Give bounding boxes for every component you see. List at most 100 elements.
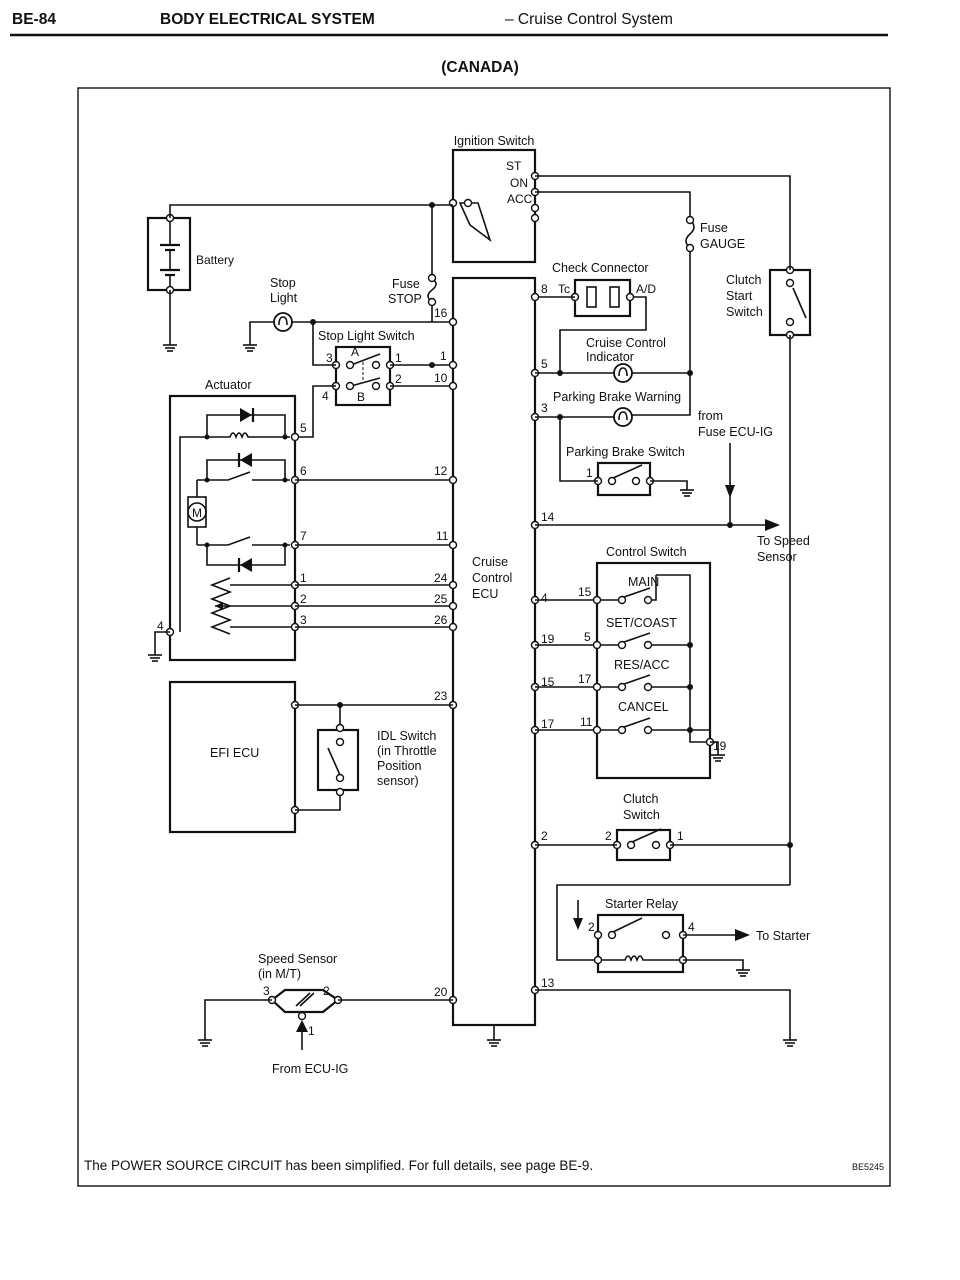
- svg-text:19: 19: [713, 739, 727, 753]
- svg-text:11: 11: [580, 715, 593, 729]
- svg-text:Tc: Tc: [558, 282, 570, 296]
- svg-text:15: 15: [541, 675, 555, 689]
- figure-code: BE5245: [852, 1162, 884, 1172]
- svg-text:Battery: Battery: [196, 253, 234, 267]
- svg-text:16: 16: [434, 306, 448, 320]
- svg-text:MAIN: MAIN: [628, 575, 659, 589]
- svg-text:2: 2: [588, 920, 595, 934]
- svg-text:Position: Position: [377, 759, 422, 773]
- parking-brake-warning-lamp-icon: [613, 407, 633, 427]
- svg-text:5: 5: [584, 630, 591, 644]
- svg-text:3: 3: [263, 984, 270, 998]
- battery: Battery: [146, 213, 234, 295]
- svg-text:3: 3: [541, 401, 548, 415]
- svg-text:20: 20: [434, 985, 448, 999]
- svg-text:7: 7: [300, 529, 307, 543]
- svg-text:5: 5: [541, 357, 548, 371]
- starter-relay: Starter Relay 2 4 To Starter: [556, 884, 810, 974]
- svg-text:4: 4: [157, 619, 164, 633]
- svg-text:Control Switch: Control Switch: [606, 545, 687, 559]
- cruise-control-ecu: Cruise Control ECU: [451, 276, 537, 1027]
- svg-text:13: 13: [541, 976, 555, 990]
- page-number: BE-84: [12, 11, 56, 28]
- svg-text:1: 1: [300, 571, 307, 585]
- subsection-title: – Cruise Control System: [505, 11, 673, 28]
- svg-text:14: 14: [541, 510, 555, 524]
- svg-text:Clutch: Clutch: [623, 792, 658, 806]
- parking-brake-switch: Parking Brake Switch 1: [566, 445, 685, 497]
- svg-text:Starter Relay: Starter Relay: [605, 897, 679, 911]
- check-connector: Check Connector Tc A/D: [552, 261, 656, 318]
- svg-text:RES/ACC: RES/ACC: [614, 658, 670, 672]
- from-fuse-label: from: [698, 409, 723, 423]
- clutch-start-switch: Clutch Start Switch: [726, 265, 812, 340]
- cruise-indicator-label: Cruise Control: [586, 336, 666, 350]
- svg-text:23: 23: [434, 689, 448, 703]
- to-speed-sensor-label: To Speed: [757, 534, 810, 548]
- svg-text:4: 4: [322, 389, 329, 403]
- svg-text:2: 2: [605, 829, 612, 843]
- svg-text:4: 4: [541, 591, 548, 605]
- svg-text:From ECU-IG: From ECU-IG: [272, 1062, 348, 1076]
- svg-text:1: 1: [395, 351, 402, 365]
- svg-text:EFI ECU: EFI ECU: [210, 746, 259, 760]
- svg-text:2: 2: [300, 592, 307, 606]
- stop-light-lamp-icon: [273, 312, 293, 332]
- stop-light-switch: Stop Light Switch A B 3 1 2 4: [318, 329, 415, 407]
- svg-text:Switch: Switch: [623, 808, 660, 822]
- svg-text:24: 24: [434, 571, 448, 585]
- svg-text:2: 2: [395, 372, 402, 386]
- cruise-indicator-label-2: Indicator: [586, 350, 634, 364]
- svg-text:8: 8: [541, 282, 548, 296]
- control-switch: Control Switch MAIN SET/COAST RES/ACC CA…: [535, 545, 727, 780]
- svg-text:Switch: Switch: [726, 305, 763, 319]
- parking-brake-warning-label: Parking Brake Warning: [553, 390, 681, 404]
- svg-text:12: 12: [434, 464, 448, 478]
- svg-text:A/D: A/D: [636, 282, 656, 296]
- speed-sensor: Speed Sensor (in M/T) 3 2 1 From ECU-IG: [258, 952, 348, 1076]
- fuse-gauge-label: Fuse: [700, 221, 728, 235]
- svg-text:25: 25: [434, 592, 448, 606]
- svg-text:A: A: [351, 345, 359, 359]
- svg-text:Speed Sensor: Speed Sensor: [258, 952, 337, 966]
- svg-text:Control: Control: [472, 571, 512, 585]
- section-title: BODY ELECTRICAL SYSTEM: [160, 11, 375, 28]
- svg-text:Check Connector: Check Connector: [552, 261, 649, 275]
- svg-text:17: 17: [578, 672, 592, 686]
- fuse-stop-label-2: STOP: [388, 292, 422, 306]
- svg-text:ST: ST: [506, 159, 522, 173]
- actuator: Actuator M 5 6 7 1 2 3 4: [157, 378, 307, 662]
- svg-text:Start: Start: [726, 289, 753, 303]
- svg-text:ON: ON: [510, 176, 528, 190]
- svg-text:1: 1: [586, 466, 593, 480]
- svg-text:B: B: [357, 390, 365, 404]
- svg-text:IDL Switch: IDL Switch: [377, 729, 436, 743]
- svg-text:ACC: ACC: [507, 192, 533, 206]
- svg-text:4: 4: [688, 920, 695, 934]
- svg-text:17: 17: [541, 717, 555, 731]
- clutch-switch: Clutch Switch 2 1: [605, 792, 684, 862]
- fuse-stop-label: Fuse: [392, 277, 420, 291]
- svg-text:2: 2: [541, 829, 548, 843]
- svg-text:5: 5: [300, 421, 307, 435]
- efi-ecu: EFI ECU: [168, 680, 300, 834]
- from-fuse-label-2: Fuse ECU-IG: [698, 425, 773, 439]
- svg-text:10: 10: [434, 371, 448, 385]
- region-title: (CANADA): [441, 59, 519, 76]
- svg-text:15: 15: [578, 585, 592, 599]
- cruise-indicator-lamp-icon: [613, 363, 633, 383]
- footer-note: The POWER SOURCE CIRCUIT has been simpli…: [84, 1158, 593, 1173]
- svg-text:sensor): sensor): [377, 774, 419, 788]
- svg-text:Stop Light Switch: Stop Light Switch: [318, 329, 415, 343]
- to-speed-sensor-label-2: Sensor: [757, 550, 797, 564]
- idl-switch: IDL Switch (in Throttle Position sensor): [295, 705, 437, 811]
- svg-text:Cruise: Cruise: [472, 555, 508, 569]
- svg-text:2: 2: [323, 984, 330, 998]
- svg-text:3: 3: [326, 351, 333, 365]
- svg-text:Clutch: Clutch: [726, 273, 761, 287]
- stop-light-label: Stop: [270, 276, 296, 290]
- fuse-gauge-label-2: GAUGE: [700, 237, 745, 251]
- svg-text:(in M/T): (in M/T): [258, 967, 301, 981]
- svg-text:Actuator: Actuator: [205, 378, 252, 392]
